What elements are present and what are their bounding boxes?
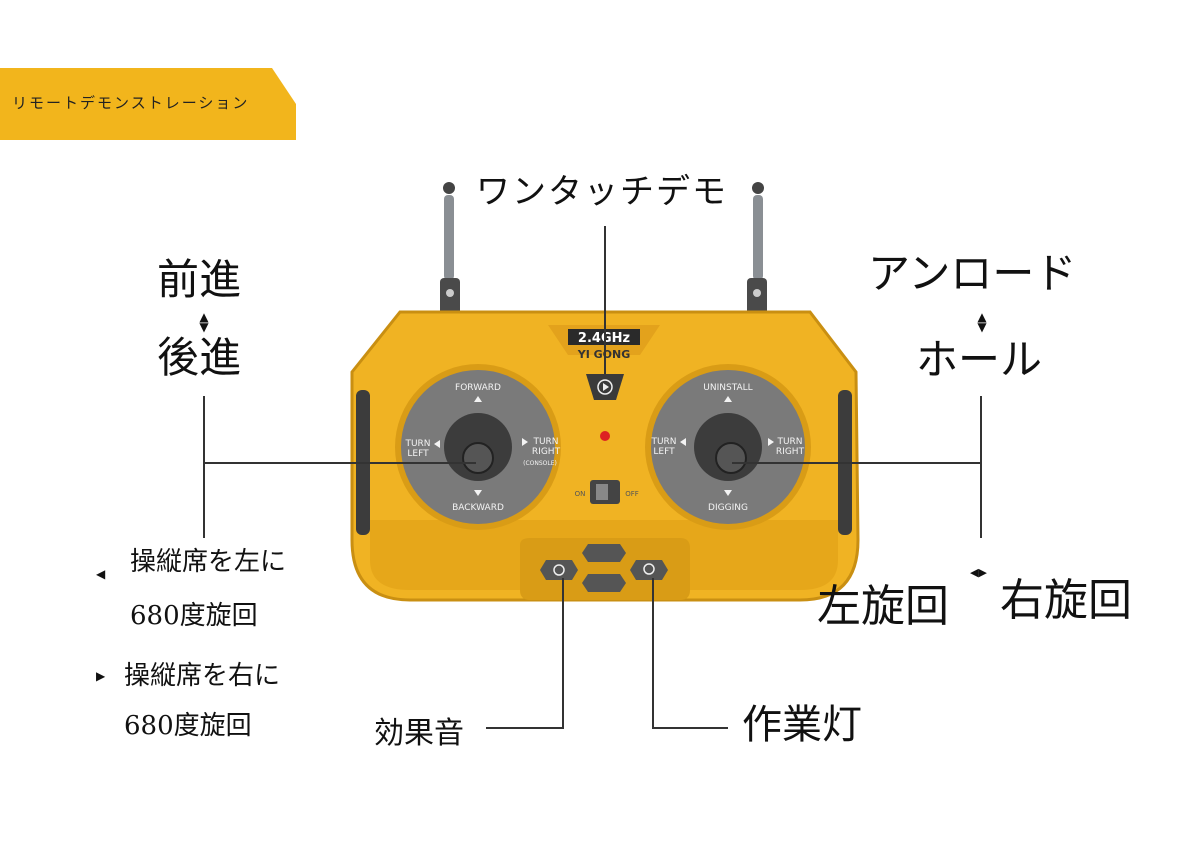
callout-line-left-horizontal — [204, 462, 476, 464]
unload-label: アンロード — [868, 249, 1077, 298]
callout-line-sound-vertical — [562, 578, 564, 728]
left-stick-pad: FORWARD BACKWARD TURN LEFT TURN RIGHT (C… — [395, 364, 561, 530]
sound-effect-icon — [553, 564, 565, 576]
svg-text:OFF: OFF — [625, 490, 639, 498]
forward-label: 前進 — [157, 255, 242, 304]
one-touch-demo-label: ワンタッチデモ — [476, 172, 728, 212]
svg-text:RIGHT: RIGHT — [532, 447, 561, 457]
right-triangle-icon: ▶ — [96, 669, 106, 683]
turn-right-label: 右旋回 — [1000, 575, 1132, 626]
svg-text:ON: ON — [575, 490, 586, 498]
light-bulb-icon — [643, 563, 655, 575]
right-stick-pad: UNINSTALL DIGGING TURN LEFT TURN RIGHT — [645, 364, 811, 530]
callout-line-right-vertical — [980, 396, 982, 538]
work-light-button — [630, 560, 668, 580]
svg-text:TURN: TURN — [532, 437, 558, 447]
svg-text:UNINSTALL: UNINSTALL — [703, 383, 752, 393]
seat-right-line2: 680度旋回 — [124, 711, 252, 741]
callout-line-right-horizontal — [732, 462, 981, 464]
top-center-button — [582, 544, 626, 562]
svg-text:RIGHT: RIGHT — [776, 447, 805, 457]
seat-left-line2: 680度旋回 — [130, 601, 258, 631]
svg-text:TURN: TURN — [650, 437, 676, 447]
right-antenna — [747, 182, 767, 318]
callout-line-demo — [604, 226, 606, 374]
up-down-arrow-right-icon: ▲▼ — [977, 310, 987, 334]
right-joystick — [715, 442, 747, 474]
svg-text:TURN: TURN — [776, 437, 802, 447]
svg-text:DIGGING: DIGGING — [708, 503, 748, 513]
svg-text:BACKWARD: BACKWARD — [452, 503, 504, 513]
sound-effect-button — [540, 560, 578, 580]
svg-text:LEFT: LEFT — [653, 447, 675, 457]
turn-left-label: 左旋回 — [817, 581, 949, 632]
up-down-arrow-left-icon: ▲▼ — [199, 310, 209, 334]
title-banner: リモートデモンストレーション — [0, 68, 296, 140]
brand-label: YI GONG — [577, 348, 631, 361]
backward-label: 後進 — [157, 333, 242, 382]
left-right-arrow-icon: ◀▶ — [970, 566, 987, 579]
callout-line-light-horizontal — [652, 727, 728, 729]
hole-label: ホール — [916, 335, 1043, 384]
work-light-label: 作業灯 — [742, 702, 862, 748]
callout-line-left-vertical — [203, 396, 205, 538]
bottom-center-button — [582, 574, 626, 592]
svg-text:LEFT: LEFT — [407, 449, 429, 459]
banner-title: リモートデモンストレーション — [12, 94, 250, 112]
seat-right-line1: 操縦席を右に — [124, 661, 281, 691]
power-led — [600, 431, 610, 441]
left-joystick — [462, 442, 494, 474]
callout-line-light-vertical — [652, 578, 654, 728]
seat-left-line1: 操縦席を左に — [130, 547, 287, 577]
svg-text:(CONSOLE): (CONSOLE) — [523, 460, 557, 467]
callout-line-sound-horizontal — [486, 727, 564, 729]
svg-text:TURN: TURN — [404, 439, 430, 449]
sound-effect-label: 効果音 — [374, 716, 464, 751]
demo-play-icon — [597, 379, 613, 395]
svg-text:FORWARD: FORWARD — [455, 383, 501, 393]
left-antenna — [440, 182, 460, 318]
left-triangle-icon: ◀ — [96, 567, 106, 581]
